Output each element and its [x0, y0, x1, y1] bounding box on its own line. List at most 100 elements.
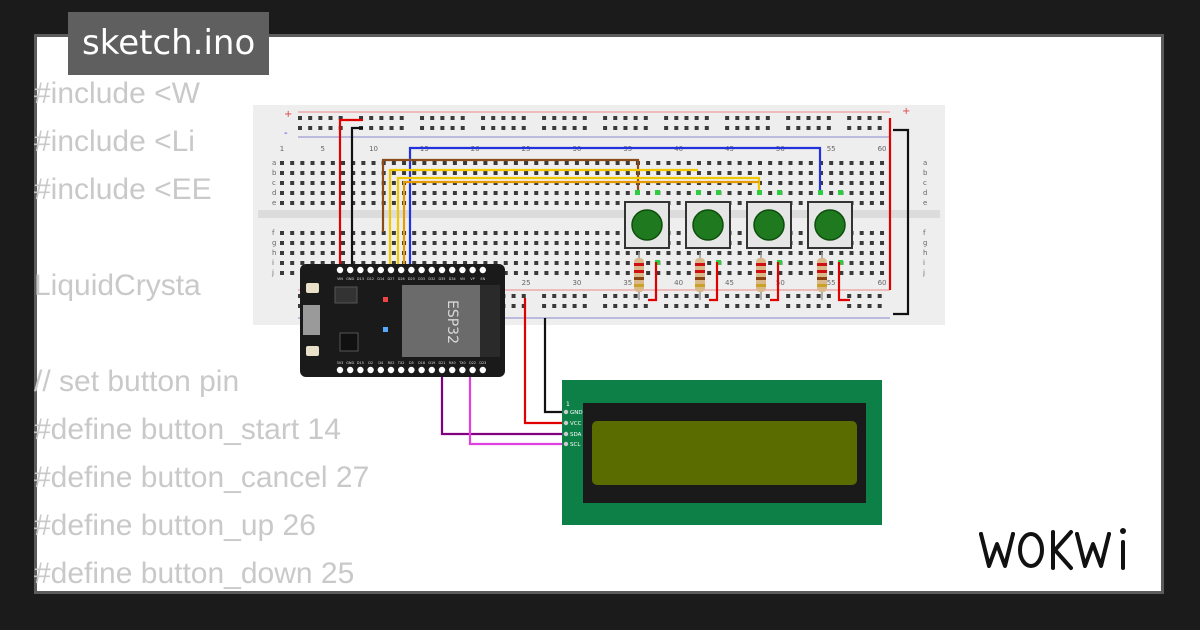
bb-hole [717, 251, 722, 255]
esp32-pin-bottom [479, 366, 486, 374]
bb-hole [727, 191, 732, 195]
bb-hole [666, 261, 671, 265]
bb-hole [747, 161, 752, 165]
rail-hole [664, 294, 669, 298]
esp32-pin-label-top: D32 [428, 277, 435, 281]
bb-hole [402, 171, 407, 175]
row-label-bottom: h [272, 249, 276, 257]
bb-hole [554, 231, 559, 235]
rail-hole [816, 126, 821, 130]
bb-hole [544, 261, 549, 265]
bb-hole [391, 191, 396, 195]
rail-hole [481, 116, 486, 120]
bb-hole [747, 171, 752, 175]
bb-hole [524, 251, 529, 255]
bb-hole [534, 191, 539, 195]
bb-hole [676, 171, 681, 175]
bb-hole [788, 251, 793, 255]
bb-hole [361, 231, 366, 235]
rail-hole [542, 294, 547, 298]
rail-hole [399, 116, 404, 120]
pushbutton-cap[interactable] [814, 209, 846, 241]
pushbutton-cap[interactable] [753, 209, 785, 241]
bb-hole [452, 161, 457, 165]
pushbutton-cap[interactable] [631, 209, 663, 241]
bb-hole [768, 161, 773, 165]
bb-hole [503, 251, 508, 255]
esp32-pin-top [428, 266, 435, 274]
bb-hole [290, 191, 295, 195]
row-label-top: b [923, 169, 928, 177]
bb-hole [473, 201, 478, 205]
bb-hole [829, 251, 834, 255]
rail-hole [328, 116, 333, 120]
rail-hole [521, 304, 526, 308]
resistor-body [695, 258, 705, 292]
wire-magenta-scl [468, 370, 565, 446]
rail-hole [613, 116, 618, 120]
bb-hole [473, 231, 478, 235]
bb-hole [880, 271, 885, 275]
bb-hole [473, 191, 478, 195]
esp32-pin-top [418, 266, 425, 274]
bb-hole [351, 251, 356, 255]
column-label-bottom: 40 [674, 279, 683, 287]
pushbutton[interactable] [624, 190, 670, 265]
bb-hole [595, 171, 600, 175]
pushbutton[interactable] [807, 190, 853, 265]
bb-hole [412, 241, 417, 245]
bb-hole [869, 251, 874, 255]
bb-hole [564, 261, 569, 265]
esp32-pin-top [479, 266, 486, 274]
column-label-bottom: 50 [776, 279, 785, 287]
bb-hole [290, 241, 295, 245]
bb-hole [463, 161, 468, 165]
bb-hole [544, 251, 549, 255]
rail-hole [674, 116, 679, 120]
bb-hole [412, 251, 417, 255]
pushbutton-cap[interactable] [692, 209, 724, 241]
rail-hole [491, 126, 496, 130]
bb-hole [351, 171, 356, 175]
rail-hole [379, 116, 384, 120]
bb-hole [625, 251, 630, 255]
bb-hole [351, 261, 356, 265]
rail-hole [308, 126, 313, 130]
esp32-pin-label-top: VN [460, 277, 465, 281]
lcd-pin-label: VCC [570, 421, 582, 427]
en-button[interactable] [306, 346, 319, 356]
rail-hole [552, 116, 557, 120]
resistor [634, 252, 644, 300]
rail-hole [440, 126, 445, 130]
rail-hole [704, 304, 709, 308]
bb-hole [442, 241, 447, 245]
rail-hole [328, 126, 333, 130]
bb-hole [330, 241, 335, 245]
row-label-top: c [923, 179, 927, 187]
bb-hole [412, 191, 417, 195]
esp32-pin-bottom [449, 366, 456, 374]
bb-hole [280, 231, 284, 235]
bb-hole [381, 251, 386, 255]
bb-hole [300, 181, 305, 185]
led-power [383, 297, 388, 302]
row-label-bottom: j [271, 269, 274, 277]
esp32-pin-top [336, 266, 344, 274]
boot-button[interactable] [306, 283, 319, 293]
bb-hole [391, 251, 396, 255]
bb-hole [300, 191, 305, 195]
bb-hole [534, 161, 539, 165]
resistor [817, 252, 827, 300]
rail-hole [867, 304, 872, 308]
wire-orange [402, 180, 759, 270]
bb-hole [737, 271, 742, 275]
rail-hole [735, 304, 740, 308]
bb-hole [880, 191, 885, 195]
file-tab[interactable]: sketch.ino [68, 12, 270, 75]
bb-hole [341, 261, 346, 265]
bb-hole [320, 251, 325, 255]
rail-hole [511, 116, 516, 120]
esp32-pin-label-top: D26 [398, 277, 405, 281]
bb-hole [737, 161, 742, 165]
